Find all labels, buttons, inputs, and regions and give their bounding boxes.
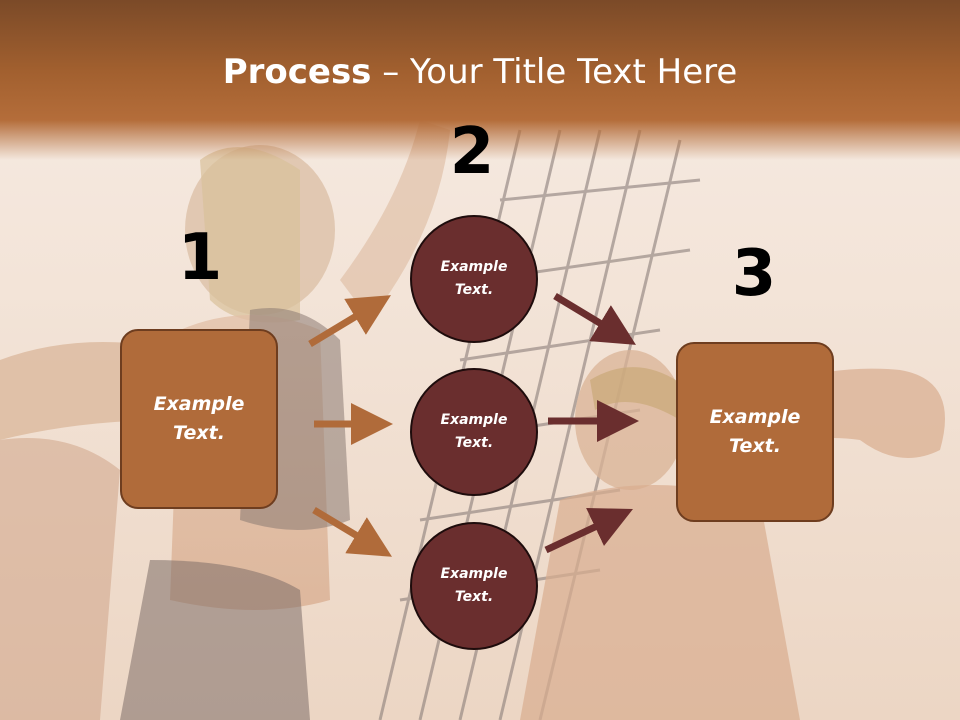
left-box-text: Example Text.	[153, 393, 245, 444]
circle-3-text: Example Text.	[440, 566, 508, 605]
title-banner	[0, 0, 960, 160]
step-number-2: 2	[449, 115, 495, 189]
arrow-from-circle-1	[553, 293, 636, 345]
right-box-text: Example Text.	[709, 406, 801, 457]
left-process-box: Example Text.	[120, 329, 278, 509]
process-circle-2: Example Text.	[410, 368, 538, 496]
circle-2-text: Example Text.	[440, 412, 508, 451]
arrow-to-circle-1	[308, 295, 391, 347]
arrow-from-circle-3	[544, 507, 634, 554]
process-circle-3: Example Text.	[410, 522, 538, 650]
slide-title: Process – Your Title Text Here	[0, 52, 960, 92]
title-rest: – Your Title Text Here	[371, 52, 738, 92]
process-circle-1: Example Text.	[410, 215, 538, 343]
circle-1-text: Example Text.	[440, 259, 508, 298]
step-number-1: 1	[177, 221, 223, 295]
right-process-box: Example Text.	[676, 342, 834, 522]
title-bold: Process	[222, 52, 372, 92]
step-number-3: 3	[731, 237, 777, 311]
arrow-to-circle-3	[312, 506, 393, 557]
